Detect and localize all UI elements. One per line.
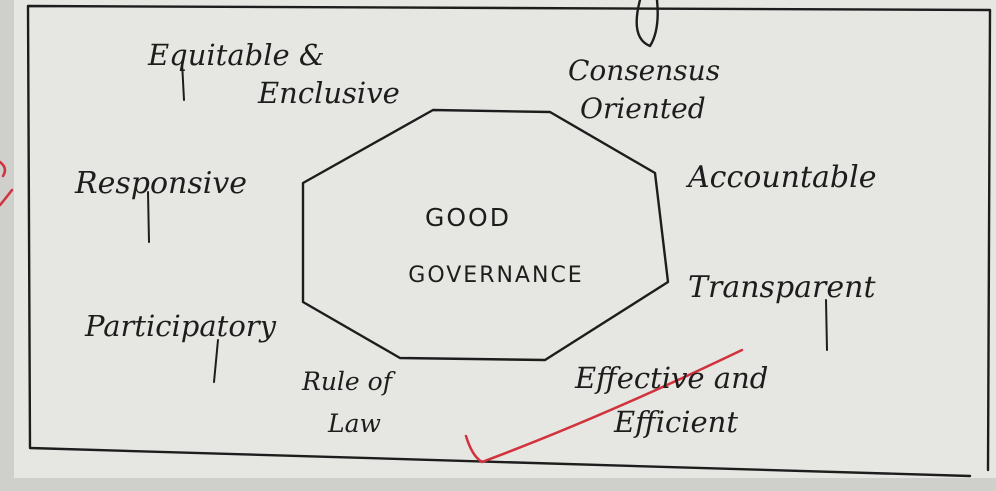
paper-sheet <box>14 0 996 478</box>
transparent-stroke <box>825 299 828 351</box>
label-effective-line1: Effective and <box>574 361 768 395</box>
label-participatory: Participatory <box>84 309 277 343</box>
top-scribble <box>635 0 659 48</box>
label-rule-of-law-line1: Rule of <box>301 367 396 396</box>
label-rule-of-law-line2: Law <box>327 409 381 438</box>
center-octagon <box>301 108 670 362</box>
red-margin-mark <box>0 160 14 207</box>
label-responsive: Responsive <box>74 166 247 201</box>
center-label-line2: GOVERNANCE <box>408 263 583 288</box>
label-consensus-line2: Oriented <box>580 92 706 125</box>
red-check-mark <box>464 348 744 464</box>
responsive-stroke <box>147 191 150 243</box>
label-transparent: Transparent <box>688 270 876 305</box>
participatory-stroke <box>213 339 219 383</box>
label-equitable-line1: Equitable & <box>147 38 325 72</box>
label-equitable-line2: Enclusive <box>257 76 400 110</box>
label-consensus-line1: Consensus <box>568 54 720 87</box>
center-label-line1: GOOD <box>425 203 511 232</box>
label-accountable: Accountable <box>685 160 876 195</box>
equitable-stroke <box>181 61 185 101</box>
label-effective-line2: Efficient <box>613 405 738 439</box>
outer-frame <box>26 4 992 478</box>
